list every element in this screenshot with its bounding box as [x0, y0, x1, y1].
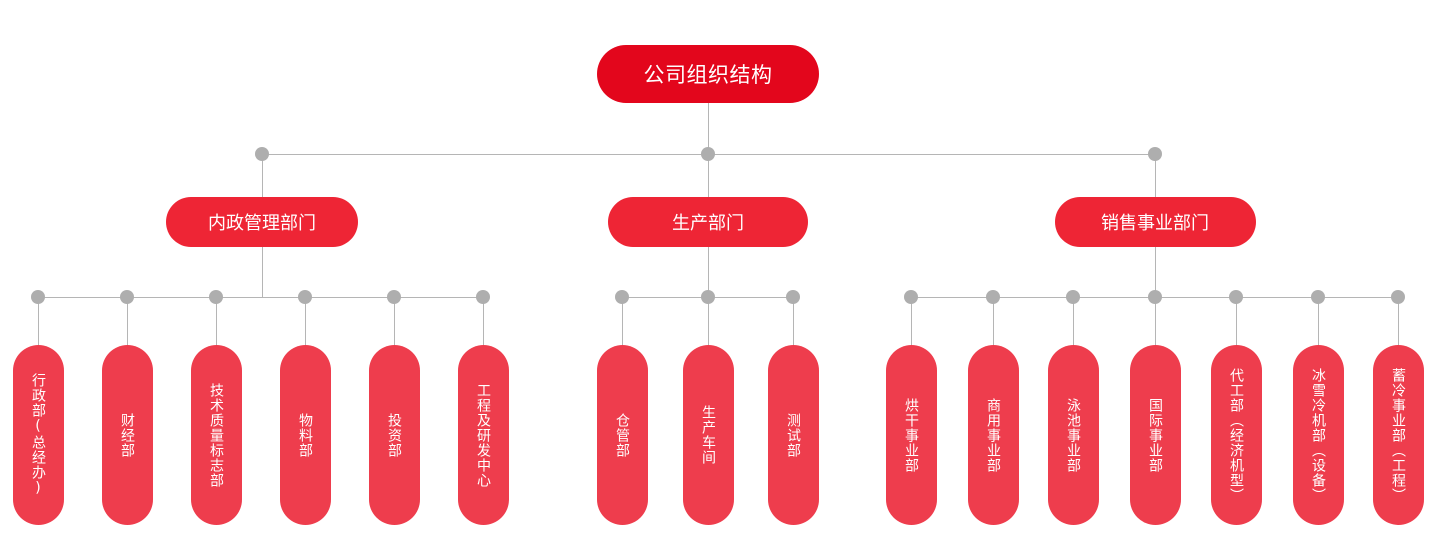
- dept-3-unit-3-dot: [1066, 290, 1080, 304]
- dept-3-unit-3-label: 泳池事业部: [1065, 397, 1081, 473]
- dept-1-unit-6-dot: [476, 290, 490, 304]
- dept-1-unit-5-label: 投资部: [386, 412, 402, 458]
- dept-3-unit-4-dot: [1148, 290, 1162, 304]
- dept-3-down-connector: [1154, 247, 1156, 297]
- dept-3-bus-dot: [1148, 147, 1162, 161]
- dept-1-unit-1-connector: [37, 297, 39, 345]
- dept-1-unit-4-label: 物料部: [297, 412, 313, 458]
- dept-2-unit-3-node: 测试部: [767, 345, 819, 525]
- dept-2-unit-3-dot: [786, 290, 800, 304]
- dept-3-unit-7-label: 蓄冷事业部（工程）: [1390, 367, 1406, 503]
- dept-1-unit-3-label: 技术质量标志部: [208, 382, 224, 488]
- dept-3-unit-7-connector: [1397, 297, 1399, 345]
- dept-1-unit-5-connector: [393, 297, 395, 345]
- dept-1-unit-6-connector: [482, 297, 484, 345]
- dept-3-unit-3-node: 泳池事业部: [1047, 345, 1099, 525]
- dept-3-unit-7-node: 蓄冷事业部（工程）: [1372, 345, 1424, 525]
- dept-3-unit-6-dot: [1311, 290, 1325, 304]
- dept-1-connector: [261, 154, 263, 197]
- dept-1-unit-3-node: 技术质量标志部: [190, 345, 242, 525]
- dept-2-unit-3-connector: [792, 297, 794, 345]
- dept-3-unit-5-dot: [1229, 290, 1243, 304]
- dept-3-unit-6-label: 冰雪冷机部（设备）: [1310, 367, 1326, 503]
- dept-3-unit-6-node: 冰雪冷机部（设备）: [1292, 345, 1344, 525]
- dept-2-unit-3-label: 测试部: [785, 412, 801, 458]
- dept-3-unit-1-node: 烘干事业部: [885, 345, 937, 525]
- dept-3-unit-5-connector: [1235, 297, 1237, 345]
- dept-1-unit-2-connector: [126, 297, 128, 345]
- dept-1-unit-2-node: 财经部: [101, 345, 153, 525]
- dept-3-unit-2-node: 商用事业部: [967, 345, 1019, 525]
- dept-3-unit-1-connector: [910, 297, 912, 345]
- dept-3-unit-2-label: 商用事业部: [985, 397, 1001, 473]
- dept-1-unit-4-dot: [298, 290, 312, 304]
- dept-1-unit-1-node: 行政部(总经办): [12, 345, 64, 525]
- dept-3-unit-5-label: 代工部（经济机型）: [1228, 367, 1244, 503]
- dept-3-unit-4-label: 国际事业部: [1147, 397, 1163, 473]
- dept-1-unit-1-label: 行政部(总经办): [30, 373, 46, 497]
- dept-2-down-connector: [707, 247, 709, 297]
- root-connector: [707, 103, 709, 154]
- dept-3-label: 销售事业部门: [1101, 213, 1209, 234]
- dept-1-unit-5-node: 投资部: [368, 345, 420, 525]
- dept-3-unit-2-dot: [986, 290, 1000, 304]
- root-label: 公司组织结构: [643, 63, 773, 87]
- dept-3-unit-4-node: 国际事业部: [1129, 345, 1181, 525]
- dept-3-unit-4-connector: [1154, 297, 1156, 345]
- dept-3-unit-6-connector: [1317, 297, 1319, 345]
- dept-1-unit-6-node: 工程及研发中心: [457, 345, 509, 525]
- dept-2-unit-1-connector: [621, 297, 623, 345]
- root-node: 公司组织结构: [597, 45, 819, 103]
- dept-2-unit-2-node: 生产车间: [682, 345, 734, 525]
- dept-1-unit-1-dot: [31, 290, 45, 304]
- dept-2-unit-2-dot: [701, 290, 715, 304]
- dept-3-unit-1-label: 烘干事业部: [903, 397, 919, 473]
- dept-1-label: 内政管理部门: [208, 213, 316, 234]
- dept-2-unit-1-dot: [615, 290, 629, 304]
- dept-1-unit-2-dot: [120, 290, 134, 304]
- dept-3-unit-7-dot: [1391, 290, 1405, 304]
- dept-1-unit-2-label: 财经部: [119, 412, 135, 458]
- dept-1-unit-4-node: 物料部: [279, 345, 331, 525]
- dept-3-unit-2-connector: [992, 297, 994, 345]
- dept-2-node: 生产部门: [608, 197, 808, 247]
- dept-1-unit-3-connector: [215, 297, 217, 345]
- dept-2-unit-1-label: 仓管部: [614, 412, 630, 458]
- dept-1-unit-5-dot: [387, 290, 401, 304]
- dept-1-leaf-bus-line: [38, 296, 483, 298]
- dept-1-down-connector: [261, 247, 263, 297]
- dept-2-unit-2-label: 生产车间: [700, 405, 716, 465]
- dept-3-unit-3-connector: [1072, 297, 1074, 345]
- dept-2-bus-dot: [701, 147, 715, 161]
- dept-1-unit-4-connector: [304, 297, 306, 345]
- dept-3-unit-1-dot: [904, 290, 918, 304]
- dept-1-node: 内政管理部门: [166, 197, 358, 247]
- dept-2-unit-2-connector: [707, 297, 709, 345]
- dept-3-connector: [1154, 154, 1156, 197]
- dept-1-bus-dot: [255, 147, 269, 161]
- dept-2-connector: [707, 154, 709, 197]
- dept-3-unit-5-node: 代工部（经济机型）: [1210, 345, 1262, 525]
- dept-1-unit-6-label: 工程及研发中心: [475, 382, 491, 488]
- dept-2-unit-1-node: 仓管部: [596, 345, 648, 525]
- dept-1-unit-3-dot: [209, 290, 223, 304]
- dept-2-label: 生产部门: [672, 213, 744, 234]
- dept-3-node: 销售事业部门: [1054, 197, 1256, 247]
